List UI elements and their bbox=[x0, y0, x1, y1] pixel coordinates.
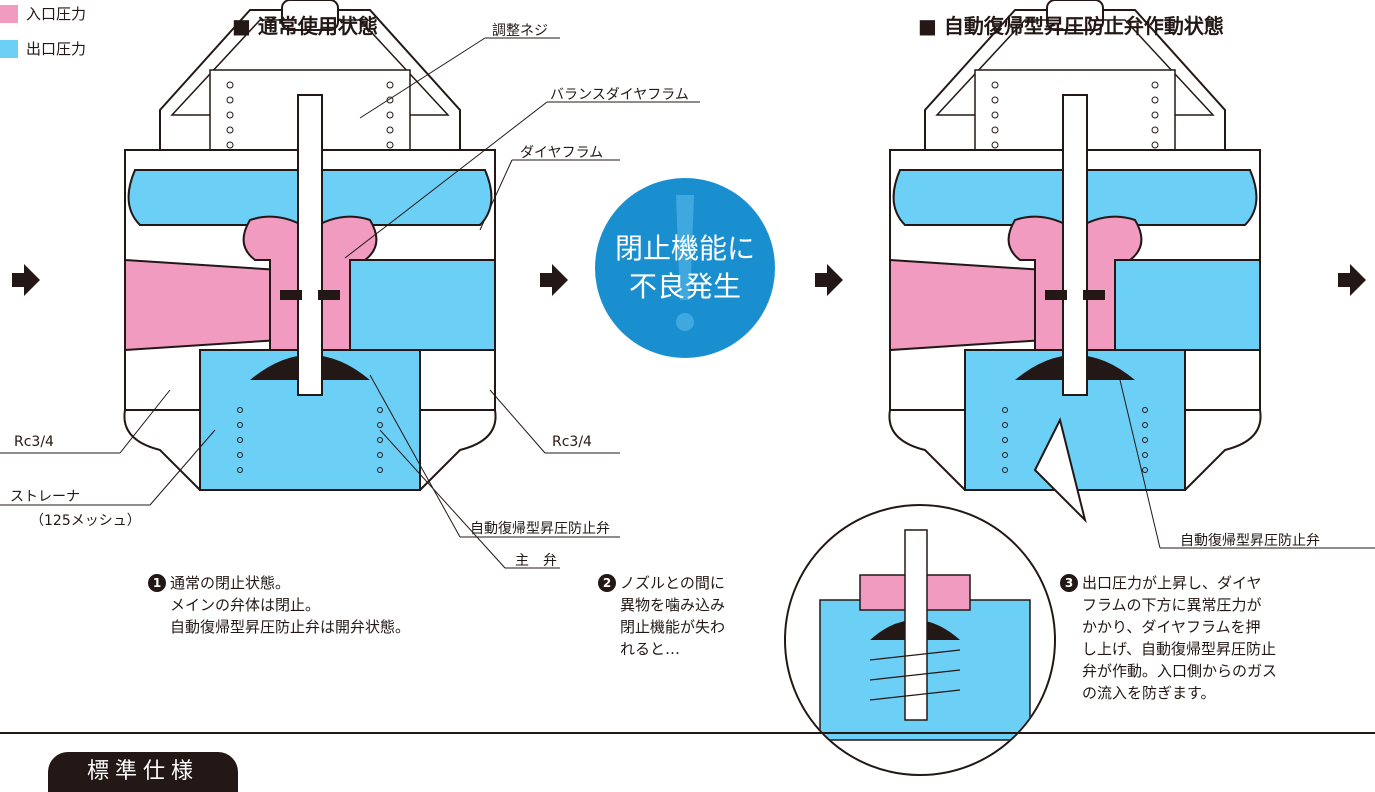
legend-label-inlet: 入口圧力 bbox=[26, 5, 87, 23]
note-number-2: 2 bbox=[598, 574, 616, 592]
label-relief-valve-left: 自動復帰型昇圧防止弁 bbox=[470, 521, 610, 537]
label-strainer: ストレーナ bbox=[10, 489, 80, 505]
regulator-normal-state bbox=[123, 0, 497, 491]
note1-line-1: 通常の閉止状態。 bbox=[170, 574, 291, 592]
label-strainer-mesh: （125メッシュ） bbox=[30, 513, 141, 529]
legend-label-outlet: 出口圧力 bbox=[26, 40, 87, 58]
magnified-detail bbox=[819, 529, 1031, 741]
alert-text: 閉止機能に 不良発生 bbox=[595, 230, 775, 306]
legend-inlet-pressure: 入口圧力 bbox=[0, 3, 86, 24]
label-rc-right: Rc3/4 bbox=[552, 434, 592, 450]
alert-line-1: 閉止機能に bbox=[614, 232, 755, 265]
note2-line-1: ノズルとの間に bbox=[620, 574, 725, 592]
note2-line-3: 閉止機能が失わ bbox=[620, 618, 726, 636]
exclamation-icon bbox=[676, 195, 694, 300]
label-relief-valve-right: 自動復帰型昇圧防止弁 bbox=[1180, 533, 1320, 549]
label-balance-diaphragm: バランスダイヤフラム bbox=[550, 87, 689, 103]
flow-arrow-icon bbox=[540, 264, 568, 296]
note3-line-4: し上げ、自動復帰型昇圧防止 bbox=[1082, 640, 1276, 658]
regulator-relief-active-state bbox=[888, 0, 1262, 491]
note1-line-2: メインの弁体は閉止。 bbox=[170, 596, 321, 614]
note-number-1: 1 bbox=[148, 574, 166, 592]
left-panel-heading: ■ 通常使用状態 bbox=[232, 14, 378, 38]
note3-line-2: フラムの下方に異常圧力が bbox=[1082, 596, 1262, 614]
right-panel-heading: ■ 自動復帰型昇圧防止弁作動状態 bbox=[918, 14, 1224, 38]
note3-line-1: 出口圧力が上昇し、ダイヤ bbox=[1082, 574, 1262, 592]
flow-arrow-icon bbox=[1338, 264, 1366, 296]
label-rc-left: Rc3/4 bbox=[14, 434, 54, 450]
note3-line-3: かかり、ダイヤフラムを押 bbox=[1082, 618, 1261, 636]
legend-outlet-pressure: 出口圧力 bbox=[0, 38, 86, 59]
alert-line-2: 不良発生 bbox=[628, 270, 741, 303]
legend-swatch-outlet bbox=[0, 39, 18, 58]
note3-line-6: の流入を防ぎます。 bbox=[1082, 684, 1216, 702]
note2-line-4: れると… bbox=[620, 640, 681, 658]
note-number-3: 3 bbox=[1060, 574, 1078, 592]
note2-line-2: 異物を噛み込み bbox=[620, 596, 726, 614]
label-main-valve: 主 弁 bbox=[515, 553, 557, 569]
flow-arrow-icon bbox=[815, 264, 843, 296]
note1-line-3: 自動復帰型昇圧防止弁は開弁状態。 bbox=[170, 618, 411, 636]
note3-line-5: 弁が作動。入口側からのガス bbox=[1082, 662, 1278, 680]
spec-tab[interactable]: 標準仕様 bbox=[48, 752, 238, 792]
label-adjust-screw: 調整ネジ bbox=[492, 23, 548, 39]
label-diaphragm: ダイヤフラム bbox=[520, 145, 604, 161]
flow-arrow-icon bbox=[12, 264, 40, 296]
legend-swatch-inlet bbox=[0, 4, 18, 23]
